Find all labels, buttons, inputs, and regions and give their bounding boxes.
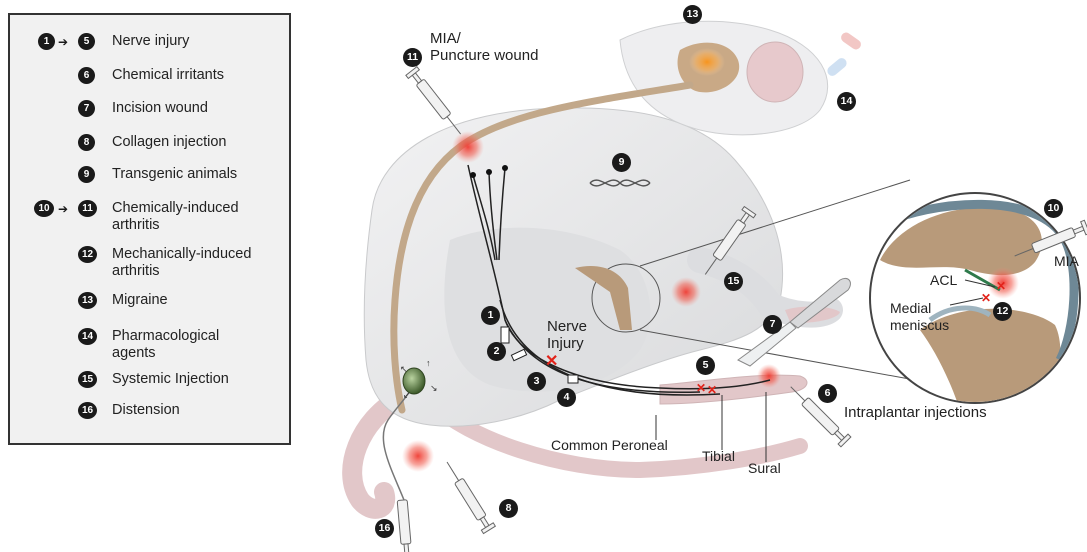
label-tibial: Tibial xyxy=(702,448,735,465)
badge-15: 15 xyxy=(724,272,743,291)
badge-7: 7 xyxy=(763,315,782,334)
ligature-marker xyxy=(501,327,509,343)
hind-paw xyxy=(660,375,807,404)
rat-ear xyxy=(747,42,803,102)
spine-glow xyxy=(452,131,484,163)
tail-base xyxy=(352,398,400,509)
syringe-icon xyxy=(395,500,414,552)
syringe-icon xyxy=(441,458,495,533)
label-mia: MIA xyxy=(1054,253,1079,270)
badge-11: 11 xyxy=(403,48,422,67)
badge-1: 1 xyxy=(481,306,500,325)
ligature-marker xyxy=(568,375,578,383)
arrow-left-icon: ↖ xyxy=(400,364,408,374)
brain-glow xyxy=(689,48,725,76)
arrow-right-icon: ↘ xyxy=(430,383,438,393)
systemic-glow xyxy=(671,277,701,307)
label-mia-puncture-wound: MIA/ Puncture wound xyxy=(430,30,538,64)
badge-10: 10 xyxy=(1044,199,1063,218)
badge-14: 14 xyxy=(837,92,856,111)
cross-marker: ✕ xyxy=(545,353,558,370)
paw-glow xyxy=(757,364,781,388)
pills-icon xyxy=(825,31,863,78)
label-sural: Sural xyxy=(748,460,781,477)
cross-marker: ✕ xyxy=(996,279,1006,293)
badge-5: 5 xyxy=(696,356,715,375)
arrow-down-icon: ↙ xyxy=(403,390,411,400)
badge-9: 9 xyxy=(612,153,631,172)
label-medial-meniscus: Medial meniscus xyxy=(890,300,949,334)
label-nerve-injury: Nerve Injury xyxy=(547,318,587,352)
badge-12: 12 xyxy=(993,302,1012,321)
badge-13: 13 xyxy=(683,5,702,24)
arrow-up-icon: ↑ xyxy=(426,358,431,368)
badge-6: 6 xyxy=(818,384,837,403)
cross-marker: ✕ xyxy=(696,381,706,395)
badge-2: 2 xyxy=(487,342,506,361)
badge-8: 8 xyxy=(499,499,518,518)
badge-16: 16 xyxy=(375,519,394,538)
label-acl: ACL xyxy=(930,272,957,289)
cross-marker: ✕ xyxy=(707,383,717,397)
tail-glow xyxy=(402,440,434,472)
label-intraplantar-injections: Intraplantar injections xyxy=(844,404,987,421)
femur xyxy=(880,207,1042,275)
badge-4: 4 xyxy=(557,388,576,407)
label-common-peroneal: Common Peroneal xyxy=(551,437,668,454)
badge-3: 3 xyxy=(527,372,546,391)
